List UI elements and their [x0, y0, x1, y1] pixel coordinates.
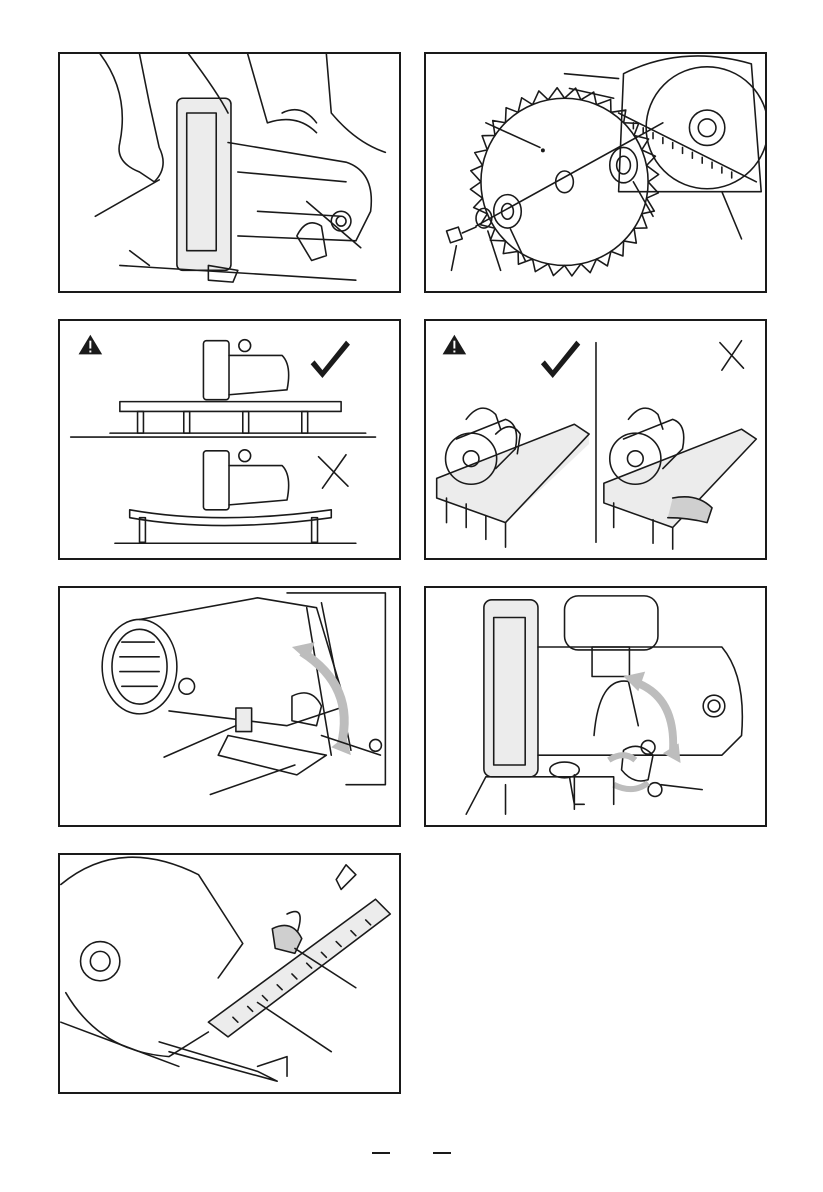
- figure-panel-1: [58, 52, 401, 293]
- hands-saw-illustration: [60, 54, 399, 291]
- bevel-adjustment-illustration: [426, 588, 765, 825]
- check-mark-icon: [541, 341, 580, 378]
- depth-adjustment-illustration: [60, 588, 399, 825]
- check-mark-icon: [311, 341, 350, 378]
- saw-blade: [470, 88, 658, 276]
- page-number-mark-left: [372, 1152, 390, 1154]
- parallel-guide-illustration: [60, 855, 399, 1092]
- figure-panel-5: [58, 586, 401, 827]
- figure-panel-7: [58, 853, 401, 1094]
- page-number-mark-right: [433, 1152, 451, 1154]
- cross-mark-icon: [720, 341, 744, 371]
- figure-panel-2: [424, 52, 767, 293]
- figure-panel-6: [424, 586, 767, 827]
- cross-mark-icon: [318, 455, 348, 488]
- figure-panel-3: [58, 319, 401, 560]
- hand-position-illustration: [426, 321, 765, 558]
- warning-triangle-icon: [443, 335, 467, 355]
- figure-panel-4: [424, 319, 767, 560]
- blade-assembly-illustration: [426, 54, 765, 291]
- support-illustration: [60, 321, 399, 558]
- warning-triangle-icon: [79, 335, 103, 355]
